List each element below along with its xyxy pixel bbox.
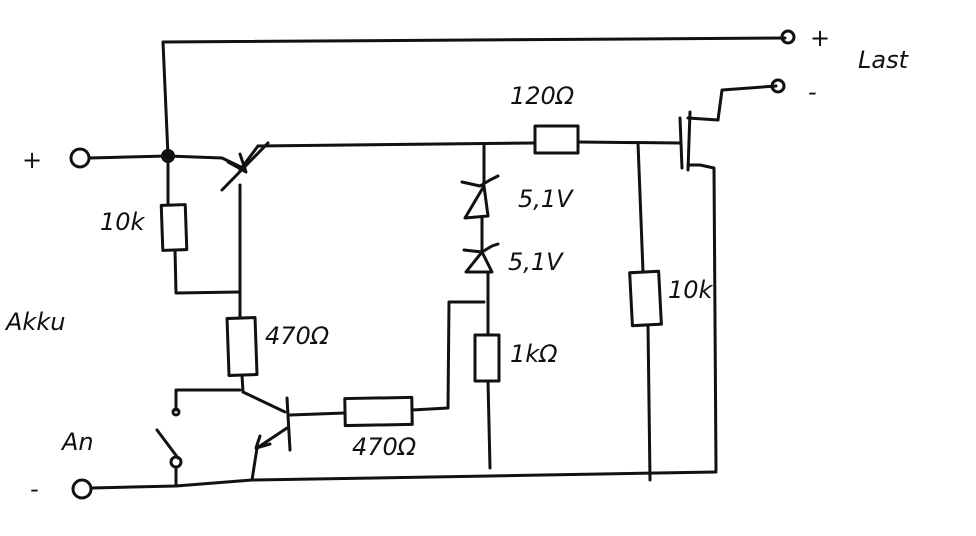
wire-top-rail xyxy=(161,36,787,158)
terminal-battery-minus[interactable]: - xyxy=(30,475,93,503)
wire-load-minus xyxy=(716,84,778,122)
terminal-battery-plus[interactable]: + xyxy=(22,146,91,174)
label-zener2: 5,1V xyxy=(508,248,564,276)
wire-npn-collector xyxy=(241,390,287,414)
label-r-bleed: 10k xyxy=(668,276,714,304)
wire-bleed-bottom xyxy=(646,323,652,482)
label-load: Last xyxy=(858,46,910,74)
wire-pullup-bottom xyxy=(173,248,242,295)
terminal-battery-minus-label: - xyxy=(30,475,39,503)
label-battery: Akku xyxy=(4,308,65,336)
label-r-collector: 470Ω xyxy=(265,322,330,350)
wire-npn-emitter xyxy=(250,446,259,482)
wire-ground-rail xyxy=(90,470,718,490)
pnp-transistor xyxy=(220,141,270,192)
wires xyxy=(88,36,787,490)
wire-gate-right xyxy=(410,300,486,412)
wire-bleed-top xyxy=(636,141,645,274)
wire-collector-rail xyxy=(256,141,537,148)
wire-1k-bottom xyxy=(486,379,492,470)
resistor-10k-pullup xyxy=(159,203,189,252)
label-switch: An xyxy=(60,428,94,456)
junction-dot xyxy=(161,149,175,163)
resistor-1k xyxy=(473,333,501,383)
resistor-10k-bleed xyxy=(628,269,663,328)
wire-collector-res-bottom xyxy=(240,373,245,394)
terminal-load-minus[interactable]: - xyxy=(770,78,817,106)
label-zener1: 5,1V xyxy=(518,185,574,213)
terminal-battery-plus-label: + xyxy=(22,146,42,174)
terminal-load-plus[interactable]: + xyxy=(780,24,830,52)
terminal-load-minus-label: - xyxy=(808,78,817,106)
wire-battery-plus xyxy=(88,154,224,160)
switch-an[interactable] xyxy=(155,407,183,469)
zener-diode-2 xyxy=(462,242,500,274)
label-r-series: 120Ω xyxy=(510,82,575,110)
terminal-load-plus-label: + xyxy=(810,24,830,52)
label-r-zener: 1kΩ xyxy=(510,340,558,368)
resistor-470-collector xyxy=(225,316,259,377)
wire-gate-left xyxy=(288,411,347,417)
wire-series-out xyxy=(576,140,682,145)
wire-switch-top xyxy=(174,388,242,412)
mosfet xyxy=(678,110,720,172)
resistor-470-gate xyxy=(343,395,414,428)
npn-transistor xyxy=(254,396,292,452)
resistor-120-series xyxy=(533,124,580,155)
label-r-base-pullup: 10k xyxy=(100,208,146,236)
zener-diode-1 xyxy=(460,174,500,220)
wire-mosfet-drain xyxy=(698,163,718,472)
label-r-gate: 470Ω xyxy=(352,433,417,461)
